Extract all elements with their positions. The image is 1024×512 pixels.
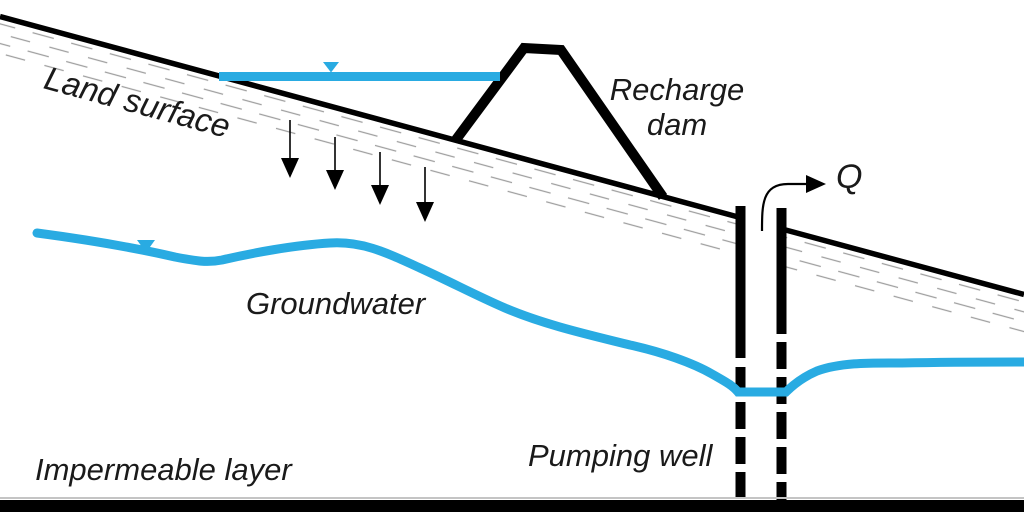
impermeable-layer-bar (0, 500, 1024, 512)
recharge-arrow-4 (416, 167, 434, 222)
recharge-arrow-3 (371, 152, 389, 205)
groundwater-line (32, 228, 1024, 397)
groundwater-level-marker-icon (137, 240, 155, 253)
pumping-well-label: Pumping well (528, 438, 713, 473)
recharge-dam-label-line2: dam (646, 107, 708, 142)
land-surface-line-right (781, 226, 1024, 298)
groundwater-label: Groundwater (246, 286, 426, 321)
land-surface-hatching-left (0, 18, 740, 262)
pond-water-level-marker-icon (323, 62, 339, 73)
recharge-arrow-1 (281, 120, 299, 178)
discharge-q-label: Q (836, 158, 863, 196)
recharge-dam-label-line1: Recharge (609, 72, 745, 107)
discharge-arrow-icon (760, 175, 826, 232)
recharge-dam-label: Recharge dam (596, 72, 758, 142)
land-surface-line (0, 13, 741, 221)
land-surface-hatching-right (782, 230, 1024, 339)
recharge-arrow-2 (326, 137, 344, 190)
recharge-dam-outline (450, 42, 668, 200)
well-casing-right (776, 208, 787, 334)
impermeable-layer-label: Impermeable layer (35, 452, 292, 487)
well-casing-left (735, 206, 746, 358)
